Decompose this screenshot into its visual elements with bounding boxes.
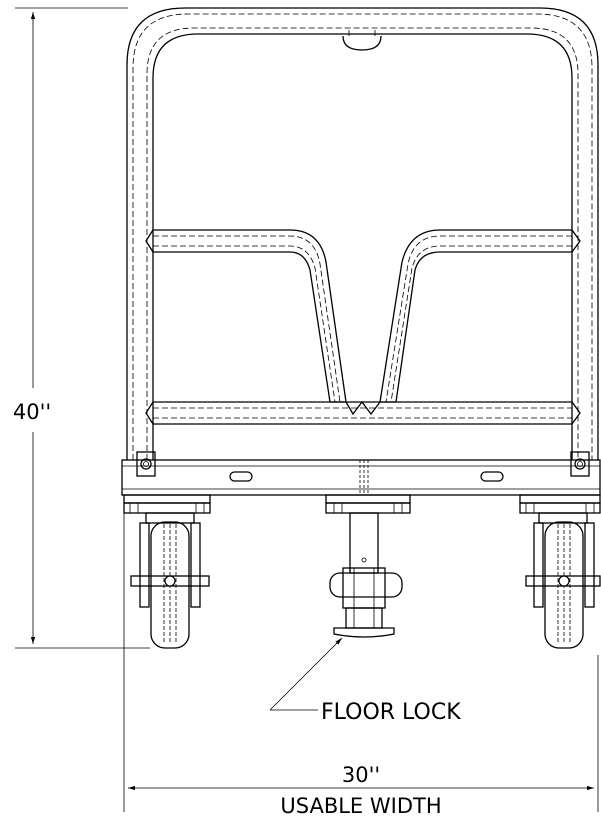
bracket-bolt-left: [140, 458, 152, 470]
width-caption: USABLE WIDTH: [280, 794, 441, 818]
cross-brace-left: [153, 229, 347, 403]
caster-wheel-right: [544, 521, 584, 649]
floor-lock-post: [349, 512, 379, 574]
handle-frame: [126, 7, 599, 460]
handle-outer-edge: [126, 7, 599, 460]
handle-center-clip: [342, 35, 382, 51]
handle-bracket-left: [136, 451, 156, 477]
floor-lock-leader-arrow: [269, 637, 343, 711]
caster-right: [519, 502, 601, 649]
cross-brace-right: [379, 229, 572, 403]
height-label: 40'': [13, 400, 51, 424]
floor-lock-pedal: [329, 572, 403, 598]
width-dimension: 30'' USABLE WIDTH: [123, 512, 599, 818]
floor-lock-label: FLOOR LOCK: [321, 700, 461, 725]
handle-bracket-right: [570, 451, 590, 477]
floor-lock: [325, 502, 411, 638]
height-dimension: 40'': [13, 7, 150, 649]
floor-lock-foot: [333, 627, 395, 638]
deck-slot-right: [480, 471, 504, 482]
caster-left: [123, 502, 211, 649]
bracket-bolt-right: [574, 458, 586, 470]
handle-inner-edge: [152, 33, 573, 460]
platform-deck: [121, 451, 601, 504]
caster-wheel-left: [150, 521, 190, 649]
deck-slot-left: [229, 471, 253, 482]
width-label: 30'': [342, 763, 380, 787]
floor-lock-callout: FLOOR LOCK: [269, 637, 461, 725]
deck-channel: [121, 459, 601, 496]
